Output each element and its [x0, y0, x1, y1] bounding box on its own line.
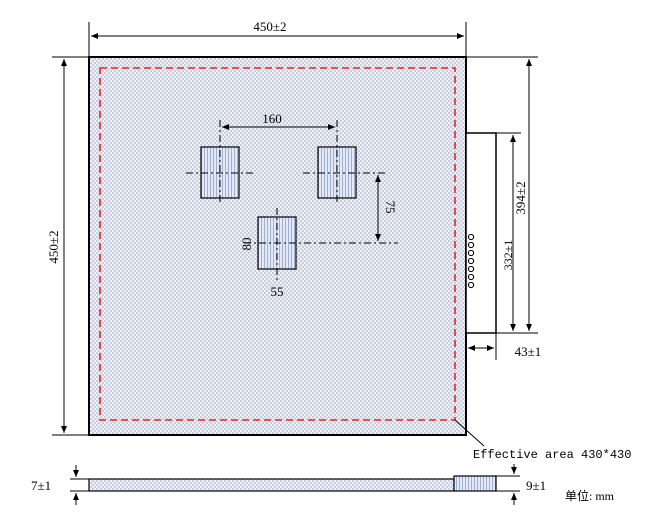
label-left-height: 450±2: [46, 230, 61, 263]
label-spacing-vertical: 75: [383, 201, 398, 214]
connector-hole: [467, 265, 475, 273]
connector-hole: [467, 257, 475, 265]
side-view-panel: [88, 478, 455, 492]
label-effective-area: Effective area 430*430: [473, 448, 631, 462]
connector-hole: [467, 249, 475, 257]
connector-hole: [467, 273, 475, 281]
label-handle-depth: 43±1: [515, 344, 542, 359]
side-view-handle: [453, 475, 497, 492]
label-connector-span: 332±1: [501, 240, 515, 271]
connector-hole: [467, 241, 475, 249]
label-panel-thickness: 7±1: [31, 478, 51, 493]
effective-area-outline: [99, 67, 456, 421]
label-handle-thickness: 9±1: [526, 478, 546, 493]
leader-line: [454, 419, 485, 447]
label-pad-height: 80: [239, 238, 254, 251]
connector-hole: [467, 233, 475, 241]
side-handle: [465, 132, 497, 334]
label-handle-length: 394±2: [513, 181, 528, 214]
connector-hole: [467, 281, 475, 289]
label-spacing-horizontal: 160: [262, 111, 282, 126]
label-unit: 单位: mm: [565, 488, 615, 503]
connector-holes: [467, 233, 475, 289]
label-pad-width: 55: [271, 284, 284, 299]
label-top-width: 450±2: [253, 19, 286, 34]
